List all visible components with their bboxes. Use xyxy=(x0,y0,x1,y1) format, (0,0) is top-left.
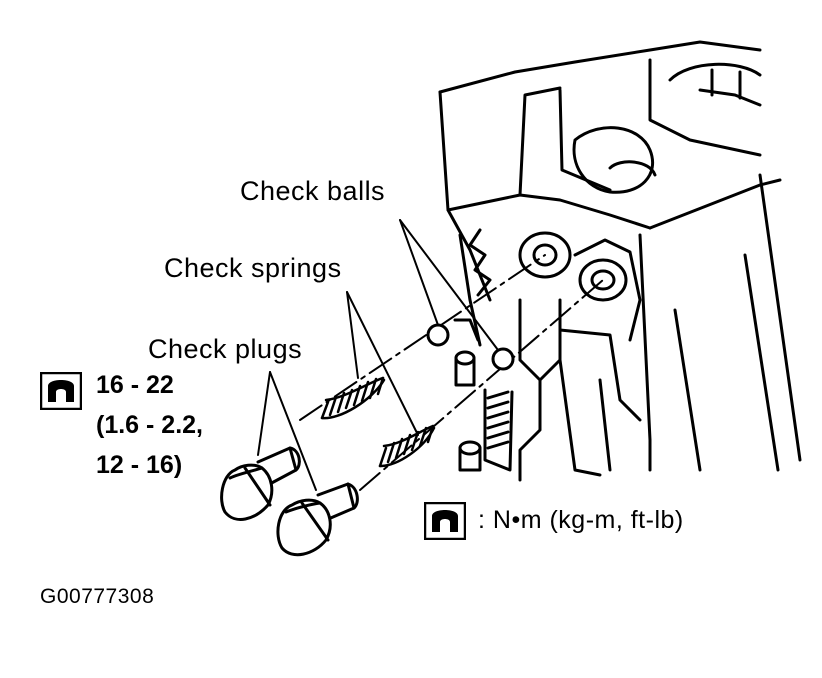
check-ball-lower xyxy=(491,347,515,371)
torque-wrench-icon xyxy=(40,372,82,410)
torque-value-ftlb: 12 - 16) xyxy=(96,451,183,479)
check-ball-upper xyxy=(426,323,450,347)
check-spring-lower xyxy=(378,424,436,468)
check-plugs-label: Check plugs xyxy=(148,334,303,364)
torque-wrench-icon xyxy=(424,502,466,540)
check-balls-label: Check balls xyxy=(240,176,386,206)
check-springs-label: Check springs xyxy=(164,253,342,283)
check-spring-upper xyxy=(320,376,386,420)
torque-value-kgm: (1.6 - 2.2, xyxy=(96,411,203,439)
check-plug-lower xyxy=(276,482,359,557)
assembly-centerlines xyxy=(299,254,604,491)
leader-lines xyxy=(257,219,499,491)
figure-id: G00777308 xyxy=(40,585,155,608)
valve-body-housing xyxy=(438,40,802,482)
torque-value: 16 - 22 xyxy=(96,371,174,399)
units-legend: : N•m (kg-m, ft-lb) xyxy=(478,506,684,534)
check-plug-upper xyxy=(220,446,301,521)
